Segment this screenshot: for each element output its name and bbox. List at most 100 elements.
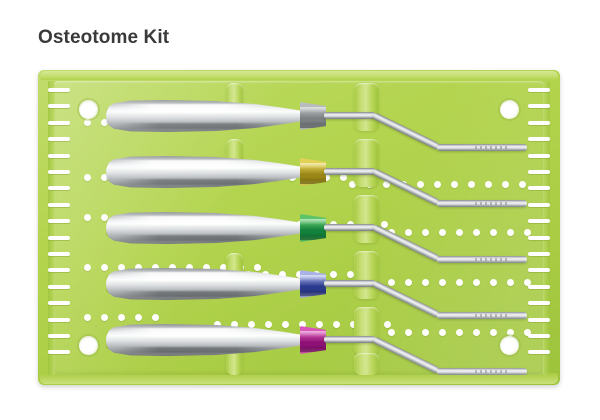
tray-perforation-dot xyxy=(383,181,390,188)
osteotome-shaft xyxy=(324,112,376,119)
tray-edge-slot-left xyxy=(48,219,70,224)
osteotome-handle xyxy=(106,100,306,132)
osteotome-5 xyxy=(54,317,527,375)
tray-edge-slot-left xyxy=(48,137,70,142)
tray-perforation-dot xyxy=(84,264,91,271)
tray-edge-slot-right xyxy=(528,170,550,174)
tray-slot-strip-right xyxy=(526,88,552,368)
tray-perforation-dot xyxy=(468,181,475,188)
tray-edge-slot-right xyxy=(528,268,550,273)
tray-perforation-dot xyxy=(405,229,412,236)
tray-perforation-dot xyxy=(439,329,446,336)
tray-perforation-dot xyxy=(456,329,463,336)
tray-perforation-dot xyxy=(214,321,221,328)
tray-edge-slot-right xyxy=(528,88,550,92)
tray-perforation-dot xyxy=(296,271,303,278)
tray-perforation-dot xyxy=(231,321,238,328)
tray-perforation-dot xyxy=(485,181,492,188)
band-highlight xyxy=(300,219,326,226)
tip-depth-markings xyxy=(474,201,509,205)
tray-support-post xyxy=(354,139,379,187)
tray-corner-hole-bottom-right xyxy=(500,336,519,355)
band-highlight xyxy=(300,275,326,282)
osteotome-color-band-magenta xyxy=(300,326,326,354)
tray-perforation-dot xyxy=(101,264,108,271)
tray-edge-slot-right xyxy=(528,104,550,109)
tray-edge-slot-right xyxy=(528,334,550,338)
tray-perforation-dot xyxy=(507,329,514,336)
tray-perforation-dot xyxy=(422,279,429,286)
tray-inner-wall-right xyxy=(543,81,550,375)
tray-perforation-dot xyxy=(265,321,272,328)
handle-highlight xyxy=(112,328,292,337)
tray-corner-hole-top-left xyxy=(79,100,98,119)
color-band-surface xyxy=(300,214,326,242)
tray-perforation-dot xyxy=(473,279,480,286)
tray-edge-slot-left xyxy=(48,268,70,273)
tray-edge-slot-left xyxy=(48,284,70,289)
tray-edge-slot-left xyxy=(48,104,70,109)
tray-perforation-dot xyxy=(490,229,497,236)
osteotome-shaft xyxy=(324,336,376,343)
osteotome-working-tip xyxy=(436,367,527,375)
osteotome-handle xyxy=(106,324,306,356)
tray-perforation-dot xyxy=(340,174,347,181)
band-highlight xyxy=(300,107,326,114)
band-shadow xyxy=(300,289,326,297)
tray-perforation-dot xyxy=(333,321,340,328)
osteotome-shaft-bend xyxy=(372,224,441,263)
tray-top-rim xyxy=(40,71,558,80)
tray-perforation-dot xyxy=(524,329,531,336)
osteotome-color-band-blue xyxy=(300,270,326,298)
osteotome-handle xyxy=(106,268,306,300)
tray-perforation-dot xyxy=(299,321,306,328)
tray-edge-slot-left xyxy=(48,153,70,158)
tray-perforation-dot xyxy=(203,264,210,271)
instrument-tray xyxy=(38,70,560,385)
tray-edge-slot-left xyxy=(48,317,70,322)
handle-shadow xyxy=(116,291,286,297)
handle-shadow xyxy=(116,235,286,241)
tray-corner-hole-bottom-left xyxy=(79,336,98,355)
tray-edge-slot-right xyxy=(528,120,550,125)
page-title: Osteotome Kit xyxy=(38,27,170,48)
tip-depth-markings xyxy=(474,313,509,317)
tray-perforation-dot xyxy=(135,314,142,321)
tray-perforation-dot xyxy=(434,181,441,188)
tray-perforation-dot xyxy=(405,329,412,336)
tray-support-post xyxy=(354,251,379,299)
tray-edge-slot-right xyxy=(528,153,550,158)
band-highlight xyxy=(300,163,326,170)
osteotome-shaft-bend xyxy=(372,112,441,151)
handle-shadow xyxy=(116,123,286,129)
tray-perforation-dot xyxy=(84,314,91,321)
tray-perforation-dot xyxy=(347,271,354,278)
handle-shadow xyxy=(116,347,286,353)
tray-edge-slot-left xyxy=(48,334,70,338)
osteotome-working-tip xyxy=(436,255,527,263)
handle-highlight xyxy=(112,104,292,113)
band-highlight xyxy=(300,331,326,338)
handle-highlight xyxy=(112,160,292,169)
tray-perforation-dot xyxy=(101,174,108,181)
tray-perforation-dot xyxy=(439,229,446,236)
tray-support-post xyxy=(354,83,379,131)
tray-edge-slot-right xyxy=(528,350,550,355)
tray-edge-slot-right xyxy=(528,202,550,207)
tray-perforation-dot xyxy=(254,264,261,271)
tray-perforation-dot xyxy=(118,264,125,271)
tray-edge-slot-left xyxy=(48,252,70,256)
tray-perforation-dot xyxy=(316,321,323,328)
osteotome-handle xyxy=(106,212,306,244)
tray-edge-slot-right xyxy=(528,235,550,240)
tray-inner-wall-left xyxy=(48,81,55,375)
tray-support-post xyxy=(354,353,379,375)
tray-perforation-dot xyxy=(524,279,531,286)
handle-shadow xyxy=(116,179,286,185)
tray-perforation-dot xyxy=(220,264,227,271)
tray-perforation-dot xyxy=(330,271,337,278)
tray-perforation-dot xyxy=(417,181,424,188)
tray-perforation-dot xyxy=(451,181,458,188)
tray-perforation-dot xyxy=(381,221,388,228)
band-shadow xyxy=(300,233,326,241)
